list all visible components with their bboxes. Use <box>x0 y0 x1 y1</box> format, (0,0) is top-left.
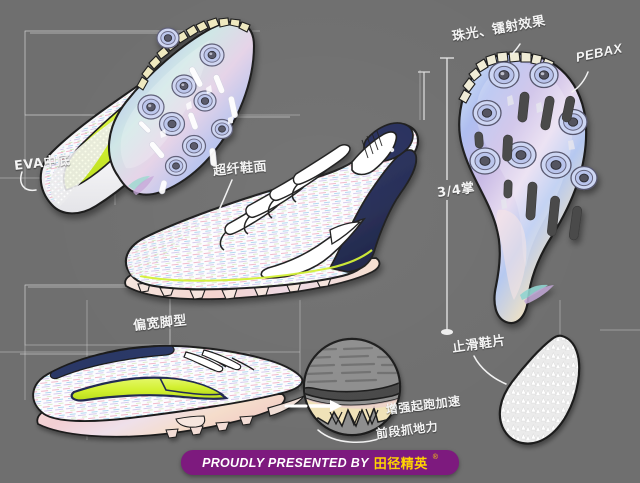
banner-lead-text: PROUDLY PRESENTED BY <box>202 455 369 470</box>
view-spike-plate-flat <box>458 51 598 325</box>
presented-by-banner: PROUDLY PRESENTED BY 田径精英 ® <box>181 450 459 475</box>
banner-brand-text: 田径精英 <box>373 457 428 472</box>
view-anti-slip-piece <box>498 334 581 445</box>
dimension-line-three-quarter <box>440 57 454 330</box>
view-traction-detail <box>284 337 402 437</box>
view-medial-shoe <box>32 344 305 439</box>
view-lateral-shoe <box>124 122 420 301</box>
dimension-end-cap <box>441 329 453 335</box>
registered-mark-icon: ® <box>432 454 438 461</box>
view-outsole-angled <box>39 17 256 215</box>
